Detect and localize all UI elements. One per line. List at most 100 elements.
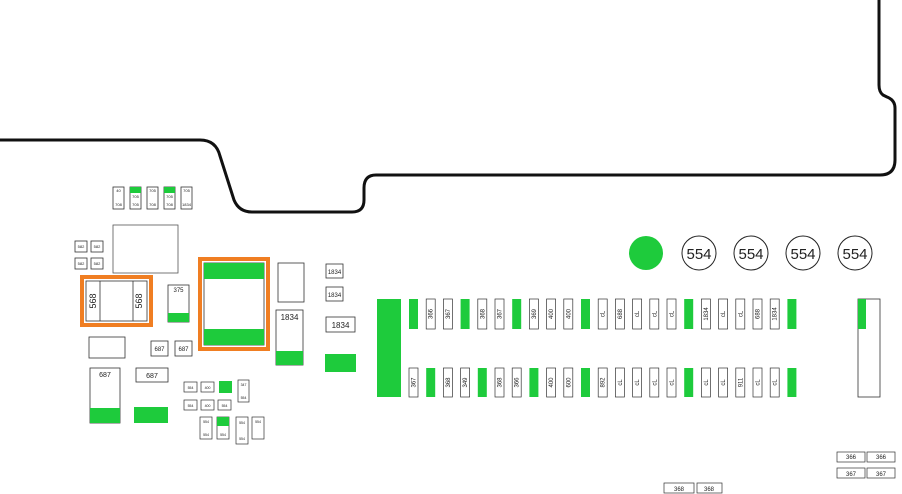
connector-pin-label: 366 xyxy=(515,377,521,388)
connector-pin-label: cL xyxy=(670,310,676,317)
connector-pin-label: cL xyxy=(652,310,658,317)
connector-pin-label: 400 xyxy=(566,308,572,319)
tiny-label: 554 xyxy=(239,437,245,441)
highlight-box xyxy=(80,275,153,327)
green-test-point xyxy=(629,236,663,270)
tiny-label: 554 xyxy=(188,404,194,408)
connector-pad-green xyxy=(529,368,539,397)
connector-pin-label: 400 xyxy=(549,308,555,319)
connector-left-pad xyxy=(377,299,401,397)
test-points: 554 554 554 554 xyxy=(629,235,873,271)
connector-pin xyxy=(735,298,746,330)
connector-pin xyxy=(443,298,453,330)
connector-pin-label: cL xyxy=(756,379,762,386)
tiny-label: 554 xyxy=(188,386,194,390)
top-cluster-label: 40 xyxy=(116,188,121,193)
highlight-box xyxy=(198,257,270,351)
connector-pin-label: 688 xyxy=(618,308,624,319)
part-label-368: 368 xyxy=(704,487,715,493)
part-375: 375 xyxy=(167,284,190,323)
tiny-label: 400 xyxy=(205,404,211,408)
part-label-366: 366 xyxy=(846,455,857,461)
connector-pin xyxy=(477,298,488,330)
connector-pin-label: 368 xyxy=(498,377,504,388)
connector-pin-label: 688 xyxy=(756,308,762,319)
connector-pin xyxy=(649,298,660,330)
connector-pin-label: 400 xyxy=(549,377,555,388)
part-label-687: 687 xyxy=(99,372,111,379)
connector-pin-label: cL xyxy=(670,379,676,386)
connector-pin-label: 367 xyxy=(412,377,418,388)
connector-pad-green xyxy=(787,299,797,329)
connector-pin xyxy=(666,367,677,398)
part-label-568: 568 xyxy=(134,293,144,308)
part-label-687: 687 xyxy=(146,373,158,380)
ic-package xyxy=(112,224,179,274)
connector-pin-label: cL xyxy=(721,379,727,386)
part-label-1834: 1834 xyxy=(328,270,342,276)
connector-pin xyxy=(752,367,763,398)
top-cluster-label: 705 xyxy=(183,188,190,193)
connector-pin-label: 911 xyxy=(738,377,744,387)
top-cluster-label: 708 xyxy=(149,202,156,207)
connector-pin xyxy=(546,367,556,398)
connector-pad-green xyxy=(581,299,590,329)
part-label-582: 582 xyxy=(78,244,85,249)
connector-pin xyxy=(425,298,436,330)
connector-pin-label: 368 xyxy=(480,308,486,319)
top-cluster-label: 705 xyxy=(149,188,156,193)
connector-pin-label: 367 xyxy=(446,308,452,319)
top-cluster-label: 708 xyxy=(115,202,122,207)
connector-pin xyxy=(597,298,608,330)
tiny-label: 554 xyxy=(222,404,228,408)
top-cluster-label: 708 xyxy=(166,202,173,207)
connector-pad-green xyxy=(684,299,694,329)
connector-pad-green xyxy=(409,299,418,329)
tiny-label: 554 xyxy=(255,420,261,424)
tiny-label: 554 xyxy=(203,420,209,424)
part-label-367: 367 xyxy=(876,472,887,478)
connector-pin xyxy=(769,367,780,398)
tiny-label: 554 xyxy=(203,433,209,437)
part-label-582: 582 xyxy=(94,244,101,249)
part-label-375: 375 xyxy=(173,288,184,294)
connector-pin xyxy=(563,367,574,398)
connector-pad-green xyxy=(460,299,470,329)
connector-pin-label: 367 xyxy=(498,308,504,319)
parts-1834: 1834 1834 1834 1834 xyxy=(275,263,356,372)
connector-pin xyxy=(752,298,763,330)
connector-pin-label: cL xyxy=(618,379,624,386)
connector-pin xyxy=(529,298,539,330)
tiny-label: 554 xyxy=(241,396,247,400)
connector-pad-green xyxy=(426,368,436,397)
connector-pin xyxy=(563,298,574,330)
tiny-component-cluster: 554 400 554 400 554 347 554 554 554 554 … xyxy=(183,379,265,445)
connector-pin-label: cL xyxy=(773,379,779,386)
connector-pin-label: cL xyxy=(721,310,727,317)
part-label-368: 368 xyxy=(674,487,685,493)
connector-pad-green xyxy=(684,368,694,397)
connector-pin xyxy=(443,367,453,398)
component-rect xyxy=(277,262,305,303)
connector-pin xyxy=(615,298,625,330)
capacitor-568: 568 568 xyxy=(80,275,153,327)
tiny-label: 554 xyxy=(239,421,245,425)
part-label-687: 687 xyxy=(154,347,165,353)
connector-pin xyxy=(494,367,505,398)
connector-pin xyxy=(494,298,505,330)
connector-pin xyxy=(408,367,419,398)
connector-pin xyxy=(701,367,711,398)
connector-pin-label: cL xyxy=(704,379,710,386)
connector-pin-label: cL xyxy=(635,310,641,317)
connector-pin-label: 892 xyxy=(601,377,607,388)
connector-pin xyxy=(460,367,470,398)
inductor-highlighted xyxy=(198,257,270,351)
connector-pin xyxy=(769,298,780,330)
part-label-582: 582 xyxy=(94,261,101,266)
connector-pin xyxy=(666,298,677,330)
connector-pin-label: 1834 xyxy=(773,307,779,321)
part-label-367: 367 xyxy=(846,472,857,478)
connector-pad-green xyxy=(512,299,522,329)
